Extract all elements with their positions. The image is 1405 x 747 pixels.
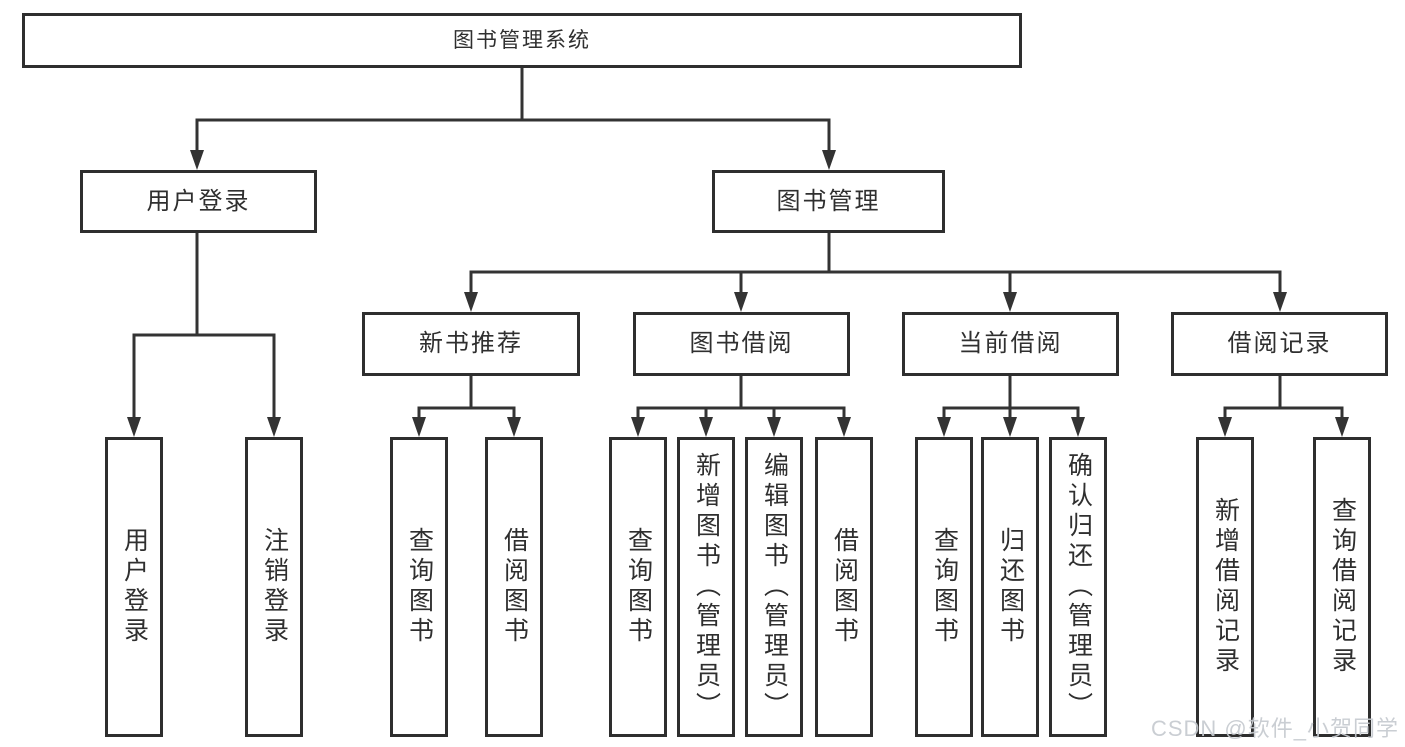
connector-lines [132, 68, 1344, 419]
node-current-borrow: 当前借阅 [902, 312, 1119, 376]
leaf-logout: 注销登录 [245, 437, 303, 737]
node-borrow-records: 借阅记录 [1171, 312, 1388, 376]
leaf-user-login: 用户登录 [105, 437, 163, 737]
connector-arrowheads [127, 150, 1349, 437]
node-user-login: 用户登录 [80, 170, 317, 233]
leaf-current-return-books: 归还图书 [981, 437, 1039, 737]
leaf-borrow-borrow-books: 借阅图书 [815, 437, 873, 737]
leaf-records-query-record: 查询借阅记录 [1313, 437, 1371, 737]
node-new-book-recommend: 新书推荐 [362, 312, 580, 376]
leaf-current-confirm-return-admin: 确认归还（管理员） [1049, 437, 1107, 737]
node-root-system: 图书管理系统 [22, 13, 1022, 68]
leaf-borrow-add-books-admin: 新增图书（管理员） [677, 437, 735, 737]
leaf-borrow-edit-books-admin: 编辑图书（管理员） [745, 437, 803, 737]
node-book-management: 图书管理 [712, 170, 945, 233]
node-book-borrow: 图书借阅 [633, 312, 850, 376]
leaf-newbooks-borrow-books: 借阅图书 [485, 437, 543, 737]
leaf-borrow-query-books: 查询图书 [609, 437, 667, 737]
leaf-records-add-record: 新增借阅记录 [1196, 437, 1254, 737]
leaf-current-query-books: 查询图书 [915, 437, 973, 737]
leaf-newbooks-query-books: 查询图书 [390, 437, 448, 737]
